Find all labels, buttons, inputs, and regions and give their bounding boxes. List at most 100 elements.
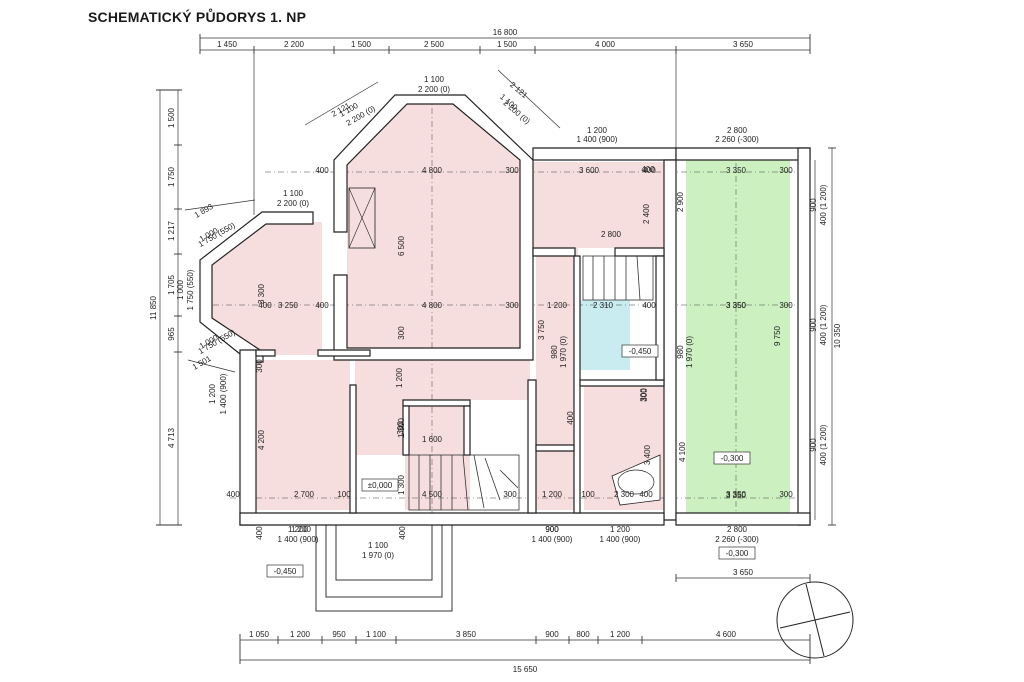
- room-dim: 2 900: [676, 191, 685, 212]
- room-dim: 400: [398, 526, 407, 540]
- dim-bottom-chain: 800: [576, 630, 590, 639]
- room-dim: 3 350: [726, 490, 747, 499]
- room-dim: 4 800: [422, 301, 443, 310]
- dim-top-chain: 2 200: [284, 40, 305, 49]
- dim-bottom-chain: 3 850: [456, 630, 477, 639]
- room-fills: [212, 102, 790, 515]
- opening-dim: 1 970 (0): [362, 551, 394, 560]
- drawing-title: SCHEMATICKÝ PŮDORYS 1. NP: [88, 9, 307, 25]
- opening-dim: 980: [676, 345, 685, 359]
- north-arrow-icon: [776, 581, 854, 659]
- room-dim: 400: [639, 490, 653, 499]
- dim-bottom-overall: 15 650: [513, 665, 538, 674]
- dim-right-chain: 9 750: [773, 325, 782, 346]
- level-stair-landing-box: [621, 344, 659, 358]
- room-dim: 300: [503, 490, 517, 499]
- room-dim: 400: [642, 301, 656, 310]
- opening-dim: 1 000: [176, 279, 185, 300]
- dim-left-chain: 1 500: [167, 107, 176, 128]
- room-dim: 4 200: [257, 429, 266, 450]
- room-dim: 400: [258, 301, 272, 310]
- room-dim: 3 250: [278, 301, 299, 310]
- opening-dim: 1 400 (900): [600, 535, 641, 544]
- opening-dim: 1 200: [208, 383, 217, 404]
- dim-left-overall: 11 850: [149, 296, 158, 320]
- dim-bottom-chain: 1 200: [610, 630, 631, 639]
- room-dim: 3 400: [643, 444, 652, 465]
- room-dim: 4 800: [422, 166, 443, 175]
- opening-dim: 2 800: [727, 525, 748, 534]
- dim-bottom-chain: 1 100: [366, 630, 387, 639]
- opening-dim: 400 (1 200): [819, 184, 828, 225]
- dim-top-chain: 3 650: [733, 40, 754, 49]
- opening-dim: 2 200 (0): [277, 199, 309, 208]
- room-dim: 300: [255, 359, 264, 373]
- dim-left-chain: 1 217: [167, 220, 176, 241]
- room-dim: 400: [315, 166, 329, 175]
- level-outside: -0,450: [274, 567, 297, 576]
- room-dim: 300: [640, 388, 649, 402]
- level-labels: ±0,000-0,300-0,300-0,450-0,450: [266, 344, 756, 578]
- room-dim: 400: [641, 165, 655, 174]
- room-dim: 4 500: [422, 490, 443, 499]
- opening-dim: 2 200 (0): [418, 85, 450, 94]
- dimension-lines: [156, 34, 836, 664]
- dim-bottom-chain: 1 200: [290, 630, 311, 639]
- opening-dim: 1 970 (0): [559, 336, 568, 368]
- room-dim: 300: [779, 301, 793, 310]
- room-dim: 300: [779, 490, 793, 499]
- room-dim: 2 300: [614, 490, 635, 499]
- opening-dim: 900: [545, 525, 559, 534]
- fireplace-symbol: [348, 187, 376, 249]
- room-dim: 3 350: [726, 491, 747, 500]
- room-dim: 2 700: [294, 490, 315, 499]
- opening-dim: 1 200: [587, 126, 608, 135]
- dim-top-overall: 16 800: [493, 28, 518, 37]
- opening-dim: 1 100: [368, 541, 389, 550]
- dim-top-chain: 1 500: [497, 40, 518, 49]
- walls: [199, 94, 811, 612]
- room-dim: 2 400: [642, 203, 651, 224]
- dim-bottom-chain: 900: [545, 630, 559, 639]
- dim-top-chain: 4 000: [595, 40, 616, 49]
- room-dim: 400: [315, 301, 329, 310]
- dim-left-chain: 1 750: [167, 166, 176, 187]
- level-terrace-below-box: [718, 546, 756, 560]
- opening-dim: 400 (1 200): [819, 424, 828, 465]
- room-dim: 300: [397, 326, 406, 340]
- staircase: [408, 255, 654, 511]
- dim-top-chain: 2 500: [424, 40, 445, 49]
- bathtub-icon: [611, 454, 661, 506]
- room-dim: 1 600: [422, 435, 443, 444]
- room-dim: 300: [779, 166, 793, 175]
- level-entrance-box: [361, 478, 399, 492]
- dim-right-overall: 10 350: [833, 323, 842, 348]
- dim-left-chain: 4 713: [167, 427, 176, 448]
- opening-dim: 1 400 (900): [577, 135, 618, 144]
- dim-bottom-chain: 4 600: [716, 630, 737, 639]
- opening-dim: 1 400 (900): [278, 535, 319, 544]
- room-dim: 300: [505, 301, 519, 310]
- level-outside-box: [266, 564, 304, 578]
- room-dim: 3 350: [726, 301, 747, 310]
- opening-dim: 2 260 (-300): [715, 535, 759, 544]
- room-dim: 100: [337, 490, 351, 499]
- opening-dim: 2 260 (-300): [715, 135, 759, 144]
- room-dim: 300: [396, 421, 405, 435]
- dim-left-chain: 965: [167, 327, 176, 341]
- opening-dim: 400 (1 200): [819, 304, 828, 345]
- room-dim: 100: [581, 490, 595, 499]
- opening-dim: 1 750 (550): [186, 269, 195, 310]
- level-stair-landing: -0,450: [629, 347, 652, 356]
- room-dim: 1 300: [397, 417, 406, 438]
- room-dim: 300: [639, 388, 648, 402]
- opening-dim: 1 200: [610, 525, 631, 534]
- room-dim: 3 600: [579, 166, 600, 175]
- level-terrace-below: -0,300: [726, 549, 749, 558]
- opening-dim: 1 200: [288, 525, 309, 534]
- opening-dim: 1 100: [283, 189, 304, 198]
- room-dim: 400: [566, 411, 575, 425]
